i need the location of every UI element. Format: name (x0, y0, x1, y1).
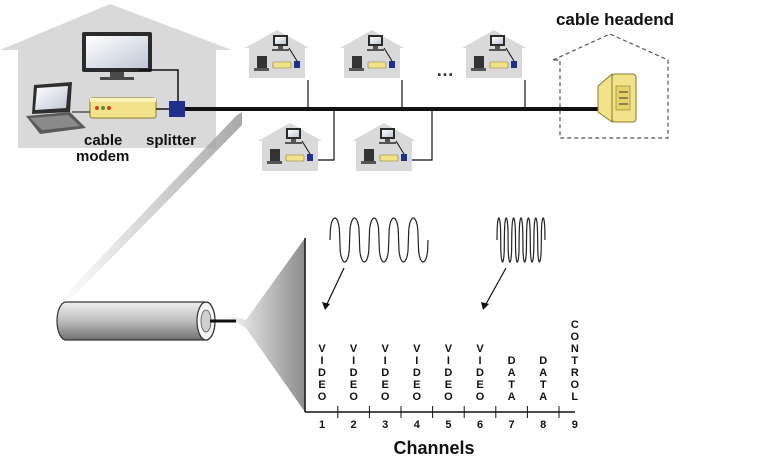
channel-numbers: 1 2 3 4 5 6 7 8 9 (319, 419, 578, 431)
cable-modem-icon (89, 97, 157, 119)
home-icon (461, 29, 527, 79)
channel-ticks (337, 406, 560, 418)
tv-monitor-icon (82, 32, 152, 80)
drop-lines (307, 80, 526, 161)
laptop-icon (26, 82, 86, 134)
headend-building (552, 33, 669, 139)
home-icon (339, 29, 405, 79)
waveform-low-frequency (329, 217, 429, 263)
home-icon (351, 122, 417, 172)
wave-arrows (322, 267, 507, 310)
cable-label: cable (84, 132, 122, 149)
channel-number: 7 (509, 419, 515, 431)
channels-axis-title: Channels (393, 438, 474, 458)
coax-cable-icon (56, 301, 236, 341)
zoom-cone-lower (222, 238, 305, 412)
channel-number: 6 (477, 419, 483, 431)
channel-number: 4 (414, 419, 421, 431)
channel-number: 1 (319, 419, 325, 431)
channel-number: 5 (445, 419, 451, 431)
channel-number: 9 (572, 419, 578, 431)
headend-icon (597, 72, 637, 123)
main-house-wiring (72, 69, 179, 113)
home-icon (244, 29, 310, 79)
spectrum-axes (304, 238, 575, 413)
home-icon (257, 122, 323, 172)
ellipsis-text: … (436, 60, 454, 80)
main-house-roof (0, 4, 232, 50)
channel-number: 2 (351, 419, 357, 431)
channel-number: 3 (382, 419, 388, 431)
zoom-cone-upper (60, 112, 242, 300)
headend-label: cable headend (556, 10, 674, 29)
splitter-icon (169, 101, 185, 117)
waveform-high-frequency (496, 217, 546, 263)
channel-number: 8 (540, 419, 546, 431)
splitter-label: splitter (146, 132, 196, 149)
modem-label: modem (76, 148, 129, 165)
